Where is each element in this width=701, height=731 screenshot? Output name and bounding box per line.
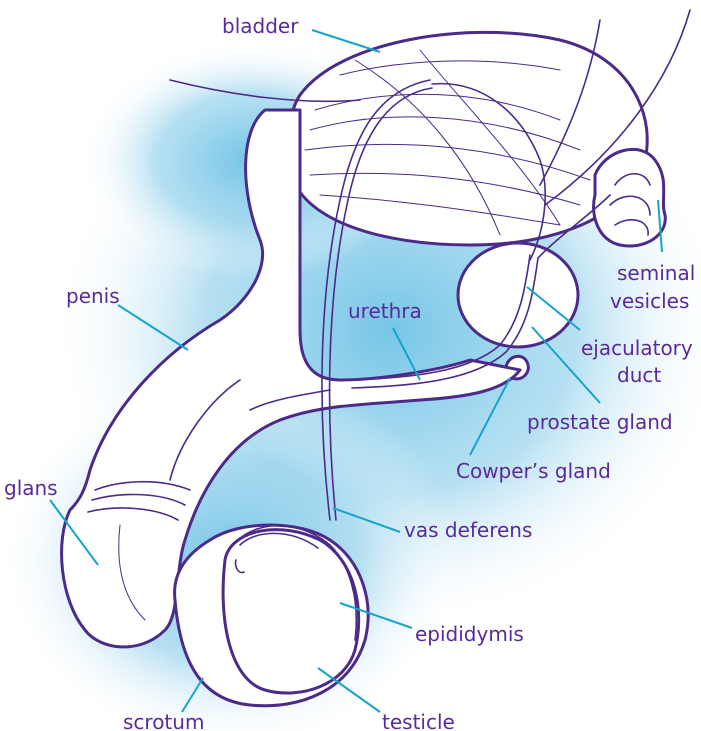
- label-seminal-vesicles-line2: vesicles: [610, 289, 689, 313]
- label-epididymis: epididymis: [415, 622, 524, 646]
- seminal-vesicles-shape: [594, 149, 666, 246]
- label-cowpers-gland: Cowper’s gland: [456, 459, 611, 483]
- label-vas-deferens: vas deferens: [404, 518, 532, 542]
- label-testicle: testicle: [382, 710, 455, 731]
- prostate-gland-shape: [458, 243, 578, 347]
- label-penis: penis: [66, 284, 120, 308]
- label-urethra: urethra: [348, 299, 422, 323]
- label-ejaculatory-duct-line1: ejaculatory: [581, 336, 693, 360]
- label-prostate-gland: prostate gland: [527, 410, 673, 434]
- label-glans: glans: [4, 476, 58, 500]
- label-ejaculatory-duct-line2: duct: [617, 363, 661, 387]
- label-bladder: bladder: [222, 14, 299, 38]
- label-scrotum: scrotum: [123, 710, 204, 731]
- label-seminal-vesicles-line1: seminal: [617, 261, 695, 285]
